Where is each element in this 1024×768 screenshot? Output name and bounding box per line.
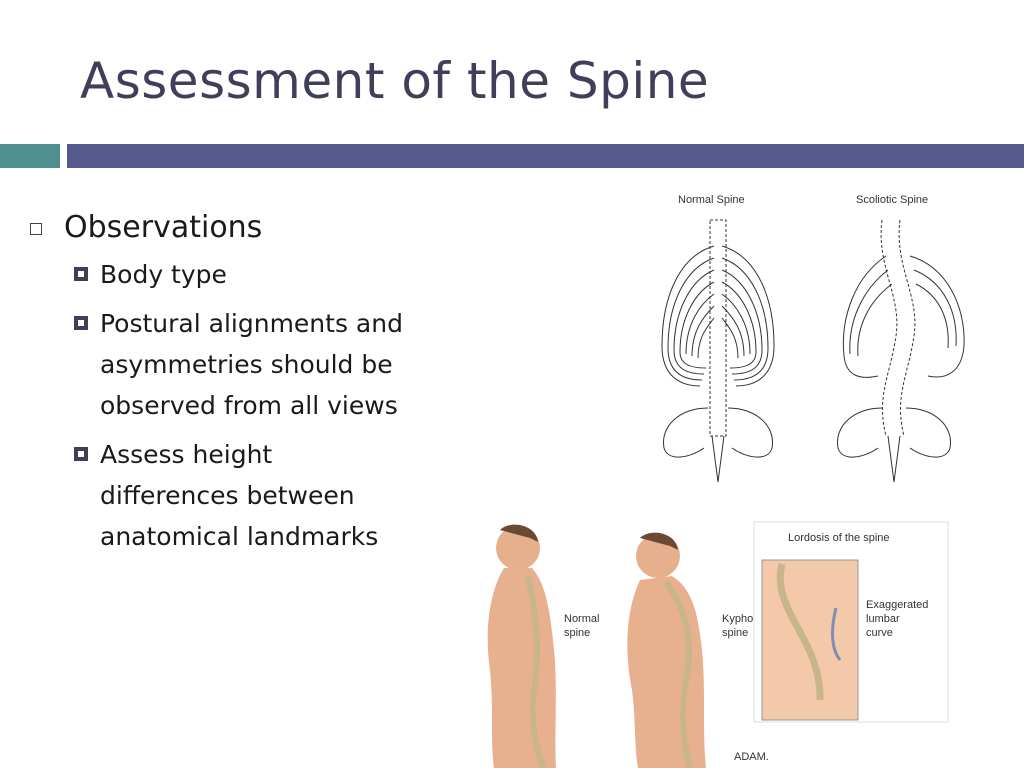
kypho-spine-label: Kypho spine (722, 613, 753, 639)
normal-skeleton-icon (661, 219, 775, 483)
sub-bullet-postural: Postural alignments and asymmetries shou… (72, 303, 448, 426)
accent-bar-teal (0, 144, 60, 168)
normal-posture-figure-icon (487, 524, 556, 768)
svg-text:spine: spine (722, 627, 748, 639)
scoliotic-skeleton-icon (837, 219, 965, 483)
svg-text:curve: curve (866, 627, 893, 639)
square-bullet-icon (74, 447, 88, 461)
svg-text:spine: spine (564, 627, 590, 639)
lordosis-panel: Lordosis of the spine Exaggerated lumbar… (753, 521, 949, 723)
bullet-heading-text: Observations (64, 210, 263, 245)
square-bullet-icon (74, 316, 88, 330)
scoliotic-spine-label: Scoliotic Spine (856, 194, 928, 206)
slide-title: Assessment of the Spine (80, 52, 710, 110)
adam-credit: ADAM. (734, 751, 769, 763)
kyphosis-figure-icon (627, 532, 706, 768)
accent-bar-navy (67, 144, 1024, 168)
svg-text:Kypho: Kypho (722, 613, 753, 625)
bullet-observations: Observations (28, 206, 448, 250)
sub-bullet-line: Body type (100, 260, 227, 289)
sub-bullet-line: Postural alignments and (100, 309, 403, 338)
normal-spine-label: Normal Spine (678, 194, 745, 206)
square-bullet-icon (74, 267, 88, 281)
posture-side-views: Normal spine Kypho spine Lordosis of the… (487, 521, 949, 768)
sub-bullet-body-type: Body type (72, 254, 448, 295)
svg-text:lumbar: lumbar (866, 613, 900, 625)
sub-bullet-line: differences between (100, 481, 355, 510)
sub-bullet-line: observed from all views (100, 391, 398, 420)
svg-text:Normal: Normal (564, 613, 599, 625)
lordosis-title: Lordosis of the spine (788, 532, 890, 544)
spine-diagrams-frontal: Normal Spine Scoliotic Spine (661, 194, 965, 483)
sub-bullet-height: Assess height differences between anatom… (72, 434, 448, 557)
sub-bullet-line: anatomical landmarks (100, 522, 379, 551)
sub-bullet-line: Assess height (100, 440, 273, 469)
svg-text:Exaggerated: Exaggerated (866, 599, 928, 611)
normal-spine-side-label: Normal spine (564, 613, 599, 639)
sub-bullet-line: asymmetries should be (100, 350, 393, 379)
hollow-square-bullet-icon (30, 223, 42, 235)
bullet-list: Observations Body type Postural alignmen… (28, 206, 448, 557)
